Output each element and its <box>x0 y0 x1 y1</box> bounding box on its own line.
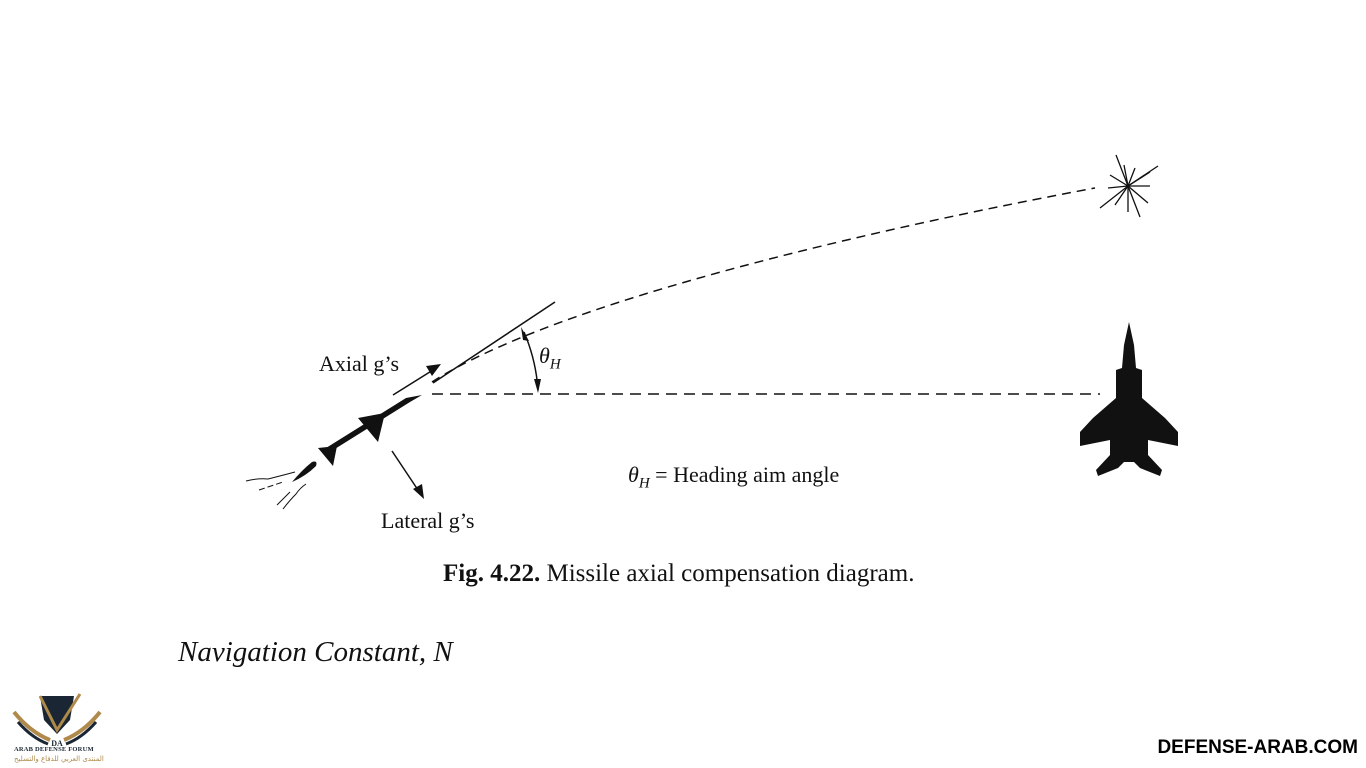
explosion-icon <box>1099 154 1159 218</box>
arc-arrowhead-up <box>521 327 529 341</box>
theta-subscript: H <box>638 475 650 492</box>
arc-arrowhead-down <box>534 379 541 393</box>
logo-text: ARAB DEFENSE FORUM <box>14 746 94 753</box>
theta-symbol: θ <box>628 462 639 487</box>
axial-arrow <box>392 369 434 396</box>
heading-line <box>432 301 556 384</box>
theta-subscript: H <box>549 356 561 373</box>
theta-h-label: θH <box>539 343 561 373</box>
definition-text: = Heading aim angle <box>649 462 840 487</box>
site-watermark: DEFENSE-ARAB.COM <box>1157 737 1358 758</box>
missile-trajectory <box>431 187 1096 383</box>
exhaust-trail <box>245 471 307 510</box>
missile-icon <box>292 395 422 482</box>
forum-logo: DA <box>12 693 102 748</box>
section-heading: Navigation Constant, N <box>178 636 453 668</box>
target-aircraft-icon <box>1080 322 1178 476</box>
caption-text: Missile axial compensation diagram. <box>540 560 915 587</box>
axial-arrowhead <box>426 364 441 376</box>
logo-initials: DA <box>51 739 63 748</box>
lateral-gs-label: Lateral g’s <box>381 508 475 533</box>
axial-gs-label: Axial g’s <box>319 351 400 376</box>
lateral-arrow <box>391 450 419 491</box>
figure-number: Fig. 4.22. <box>443 560 541 587</box>
figure-caption: Fig. 4.22. Missile axial compensation di… <box>443 560 914 588</box>
theta-definition: θH = Heading aim angle <box>628 462 839 492</box>
lateral-arrowhead <box>413 484 424 499</box>
logo-arabic-text: المنتدى العربي للدفاع والتسليح <box>14 755 104 763</box>
theta-symbol: θ <box>539 343 550 368</box>
